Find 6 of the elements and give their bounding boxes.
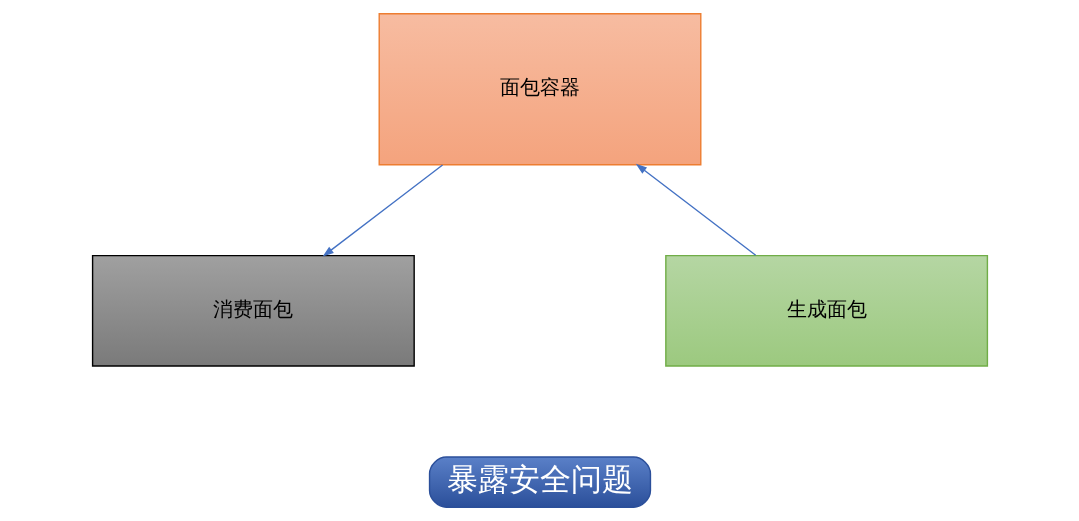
node-box: 面包容器 xyxy=(378,13,701,166)
arrow xyxy=(635,163,756,256)
node-box: 消费面包 xyxy=(91,254,415,367)
node-box: 生成面包 xyxy=(664,254,988,367)
arrow xyxy=(322,164,443,257)
node-box: 暴露安全问题 xyxy=(428,456,651,508)
